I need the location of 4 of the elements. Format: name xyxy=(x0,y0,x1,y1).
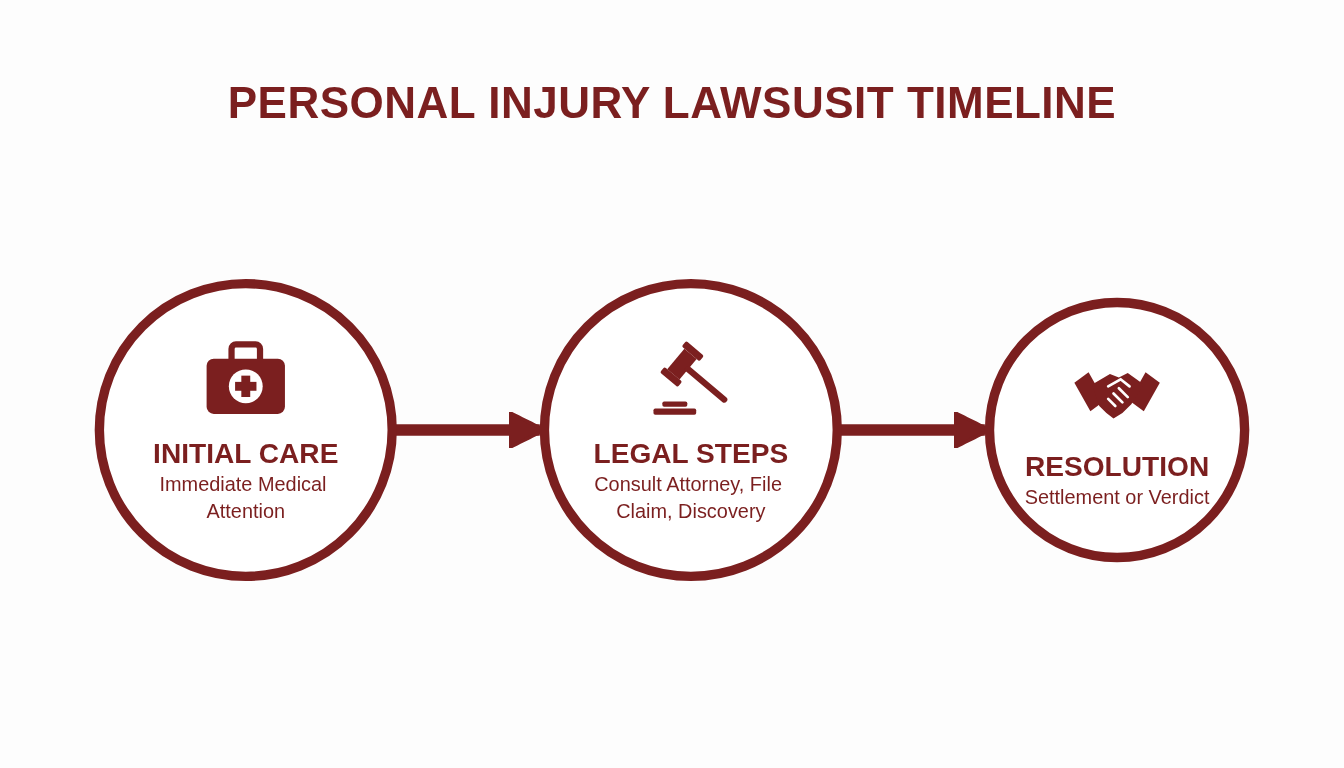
title: PERSONAL INJURY LAWSUSIT TIMELINE xyxy=(226,78,1118,128)
node-circle: RESOLUTION Settlement or Verdict xyxy=(984,297,1250,563)
node-circle: LEGAL STEPS Consult Attorney, File Claim, Discovery xyxy=(539,278,842,582)
node-circle: INITIAL CARE Immediate Medical Attention xyxy=(94,278,397,582)
